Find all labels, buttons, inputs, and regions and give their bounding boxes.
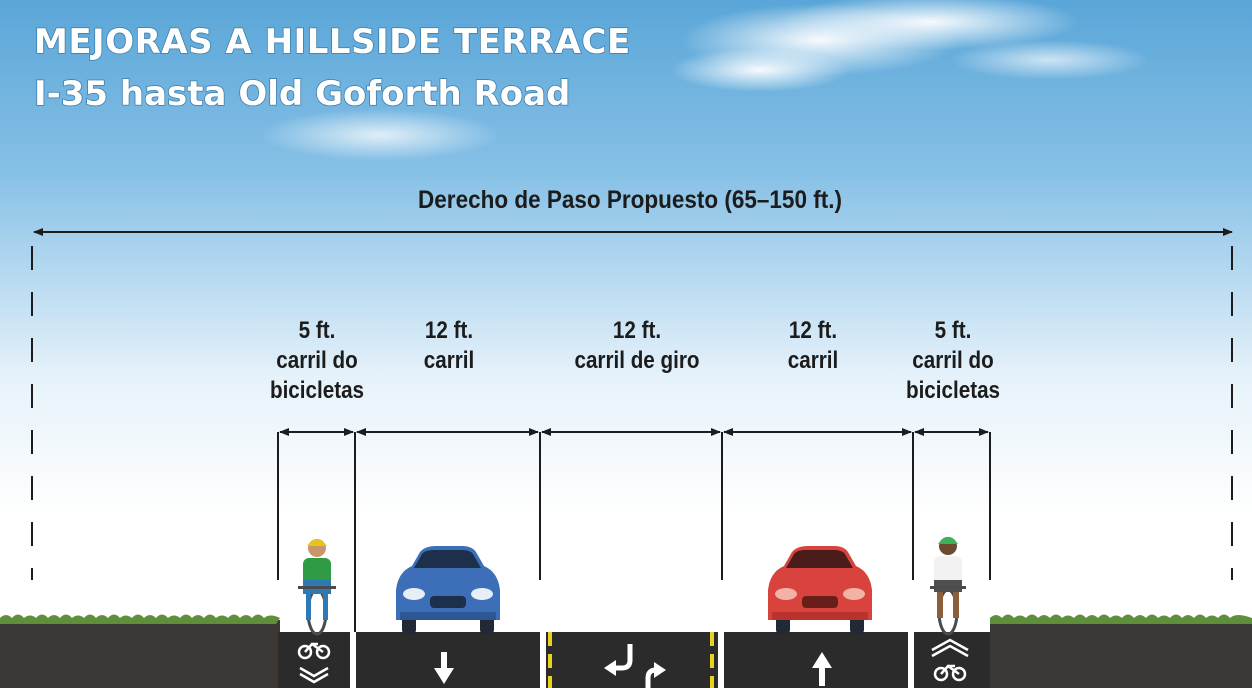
cyclist-left <box>298 539 336 636</box>
segment-label-turn-lane: 12 ft. carril de giro <box>564 316 710 376</box>
segment-width: 5 ft. <box>298 317 336 344</box>
title-line-1: MEJORAS A HILLSIDE TERRACE <box>33 21 631 63</box>
segment-desc: carril de giro <box>574 347 700 374</box>
car-blue <box>396 546 500 634</box>
segment-width: 5 ft. <box>934 317 972 344</box>
grass-right <box>990 614 1252 624</box>
segment-desc: carril <box>423 347 475 374</box>
segment-desc: bicicletas <box>905 377 1001 404</box>
segment-label-bike-left: 5 ft. carril do bicicletas <box>244 316 390 406</box>
segment-label-bike-right: 5 ft. carril do bicicletas <box>880 316 1026 406</box>
segment-label-lane-right: 12 ft. carril <box>740 316 886 376</box>
two-way-turn-arrowheads <box>604 660 666 678</box>
segment-label-lane-left: 12 ft. carril <box>376 316 522 376</box>
clouds <box>260 0 1150 161</box>
lane-dividers <box>350 632 914 688</box>
pavement <box>278 632 990 688</box>
title-line-2: I-35 hasta Old Goforth Road <box>33 73 571 115</box>
segment-width: 12 ft. <box>424 317 474 344</box>
car-red <box>768 546 872 634</box>
bike-icon <box>297 642 331 684</box>
arrow-up-icon <box>812 652 832 686</box>
arrow-down-icon <box>434 652 454 684</box>
right-of-way-label: Derecho de Paso Propuesto (65–150 ft.) <box>418 186 842 214</box>
segment-width: 12 ft. <box>612 317 662 344</box>
cyclist-right <box>930 537 966 636</box>
grass-left <box>0 614 280 624</box>
segment-width: 12 ft. <box>788 317 838 344</box>
segment-desc: carril do <box>276 347 358 374</box>
segment-desc: carril do <box>912 347 994 374</box>
ground <box>0 614 1252 688</box>
lane-extension-lines <box>277 432 991 632</box>
median-stripes <box>548 632 714 688</box>
bike-lane-icon <box>931 638 969 682</box>
segment-desc: bicicletas <box>269 377 365 404</box>
segment-desc: carril <box>787 347 839 374</box>
